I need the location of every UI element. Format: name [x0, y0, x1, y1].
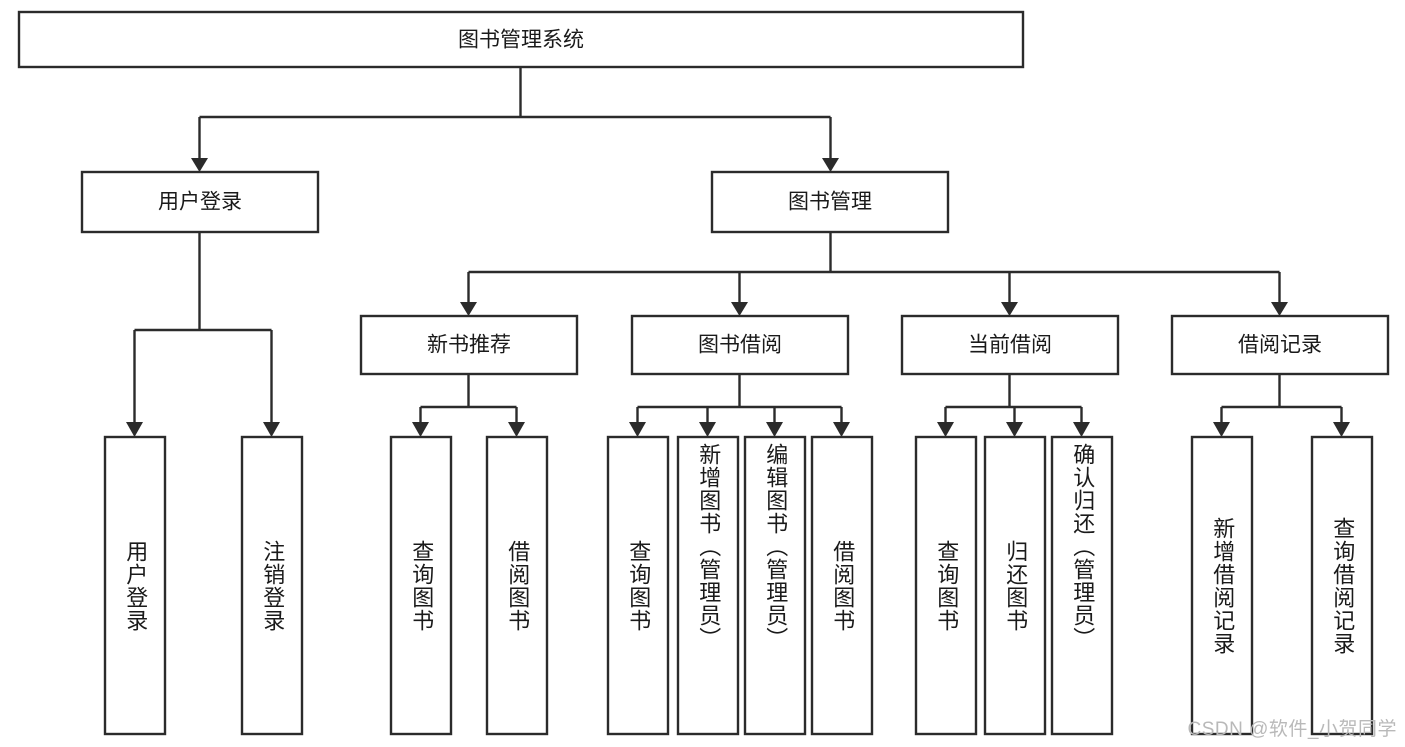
leaf-user-login-2[interactable]: 注销登录: [242, 437, 302, 734]
leaf-current-borrow-1[interactable]: 查询图书: [916, 437, 976, 734]
leaf-label: 确认归还（管理员）: [1070, 443, 1096, 650]
leaf-box-book-borrow-1[interactable]: [606, 435, 670, 736]
leaf-box-borrow-record-2[interactable]: [1310, 435, 1374, 736]
node-current-borrow-box[interactable]: [900, 314, 1120, 376]
arrow-head-icon: [1271, 302, 1288, 316]
node-book-borrow-label: 图书借阅: [698, 334, 782, 357]
leaf-box-book-borrow-2[interactable]: [676, 435, 740, 736]
leaf-box-book-borrow-3[interactable]: [743, 435, 807, 736]
node-user-login-label: 用户登录: [158, 191, 242, 214]
node-new-book-rec-box[interactable]: [359, 314, 579, 376]
node-borrow-record[interactable]: 借阅记录: [1170, 314, 1390, 376]
connector-group-borrow-record: [1213, 375, 1350, 437]
leaf-label: 新增借阅记录: [1210, 516, 1236, 655]
leaf-book-borrow-3[interactable]: 编辑图书（管理员）: [745, 437, 805, 734]
arrow-head-icon: [460, 302, 477, 316]
arrow-head-icon: [1001, 302, 1018, 316]
arrow-head-icon: [1073, 422, 1090, 437]
arrow-head-icon: [126, 422, 143, 437]
arrow-head-icon: [822, 158, 839, 172]
arrow-head-icon: [1006, 422, 1023, 437]
leaf-user-login-1[interactable]: 用户登录: [105, 437, 165, 734]
node-new-book-rec-label: 新书推荐: [427, 334, 511, 357]
arrow-head-icon: [937, 422, 954, 437]
leaf-current-borrow-2[interactable]: 归还图书: [985, 437, 1045, 734]
arrow-head-icon: [1333, 422, 1350, 437]
leaf-box-user-login-1[interactable]: [103, 435, 167, 736]
leaf-box-user-login-2[interactable]: [240, 435, 304, 736]
leaf-box-borrow-record-1[interactable]: [1190, 435, 1254, 736]
node-user-login[interactable]: 用户登录: [80, 170, 320, 234]
node-book-borrow[interactable]: 图书借阅: [630, 314, 850, 376]
leaf-box-book-borrow-4[interactable]: [810, 435, 874, 736]
node-book-mgmt-label: 图书管理: [788, 191, 872, 214]
node-root[interactable]: 图书管理系统: [17, 10, 1025, 69]
leaf-box-current-borrow-2[interactable]: [983, 435, 1047, 736]
connector-group-current-borrow: [937, 375, 1090, 437]
leaf-label: 借阅图书: [505, 539, 531, 632]
leaf-box-new-book-1[interactable]: [389, 435, 453, 736]
arrow-head-icon: [833, 422, 850, 437]
leaf-box-current-borrow-3[interactable]: [1050, 435, 1114, 736]
connector-group-user-login: [126, 232, 280, 437]
leaf-label: 归还图书: [1003, 539, 1029, 632]
leaf-new-book-2[interactable]: 借阅图书: [487, 437, 547, 734]
node-borrow-record-box[interactable]: [1170, 314, 1390, 376]
leaf-box-new-book-2[interactable]: [485, 435, 549, 736]
node-current-borrow[interactable]: 当前借阅: [900, 314, 1120, 376]
arrow-head-icon: [699, 422, 716, 437]
node-user-login-box[interactable]: [80, 170, 320, 234]
node-borrow-record-label: 借阅记录: [1238, 334, 1322, 357]
arrow-head-icon: [1213, 422, 1230, 437]
leaf-borrow-record-1[interactable]: 新增借阅记录: [1192, 437, 1252, 734]
leaf-label: 新增图书（管理员）: [696, 443, 722, 650]
leaf-book-borrow-4[interactable]: 借阅图书: [812, 437, 872, 734]
node-new-book-rec[interactable]: 新书推荐: [359, 314, 579, 376]
leaf-label: 查询图书: [626, 539, 652, 632]
node-root-box[interactable]: [17, 10, 1025, 69]
leaf-label: 查询借阅记录: [1330, 516, 1356, 655]
node-current-borrow-label: 当前借阅: [968, 334, 1052, 357]
arrow-head-icon: [191, 158, 208, 172]
node-book-mgmt[interactable]: 图书管理: [710, 170, 950, 234]
arrow-head-icon: [508, 422, 525, 437]
node-book-borrow-box[interactable]: [630, 314, 850, 376]
node-root-label: 图书管理系统: [458, 29, 584, 52]
leaf-borrow-record-2[interactable]: 查询借阅记录: [1312, 437, 1372, 734]
connector-group-book-mgmt: [460, 232, 1288, 316]
arrow-head-icon: [766, 422, 783, 437]
connector-group-root: [191, 68, 839, 172]
leaf-label: 注销登录: [260, 539, 286, 632]
leaf-label: 查询图书: [934, 539, 960, 632]
leaf-label: 用户登录: [123, 539, 149, 632]
leaf-book-borrow-2[interactable]: 新增图书（管理员）: [678, 437, 738, 734]
arrow-head-icon: [731, 302, 748, 316]
watermark-text: CSDN @软件_小贺同学: [1187, 719, 1397, 740]
leaf-label: 编辑图书（管理员）: [763, 443, 789, 650]
leaf-current-borrow-3[interactable]: 确认归还（管理员）: [1052, 437, 1112, 734]
leaf-box-current-borrow-1[interactable]: [914, 435, 978, 736]
leaf-label: 借阅图书: [830, 539, 856, 632]
leaf-new-book-1[interactable]: 查询图书: [391, 437, 451, 734]
connector-group-book-borrow: [629, 375, 850, 437]
arrow-head-icon: [263, 422, 280, 437]
arrow-head-icon: [629, 422, 646, 437]
arrow-head-icon: [412, 422, 429, 437]
connector-group-new-book-rec: [412, 375, 525, 437]
leaf-label: 查询图书: [409, 539, 435, 632]
node-book-mgmt-box[interactable]: [710, 170, 950, 234]
leaf-book-borrow-1[interactable]: 查询图书: [608, 437, 668, 734]
